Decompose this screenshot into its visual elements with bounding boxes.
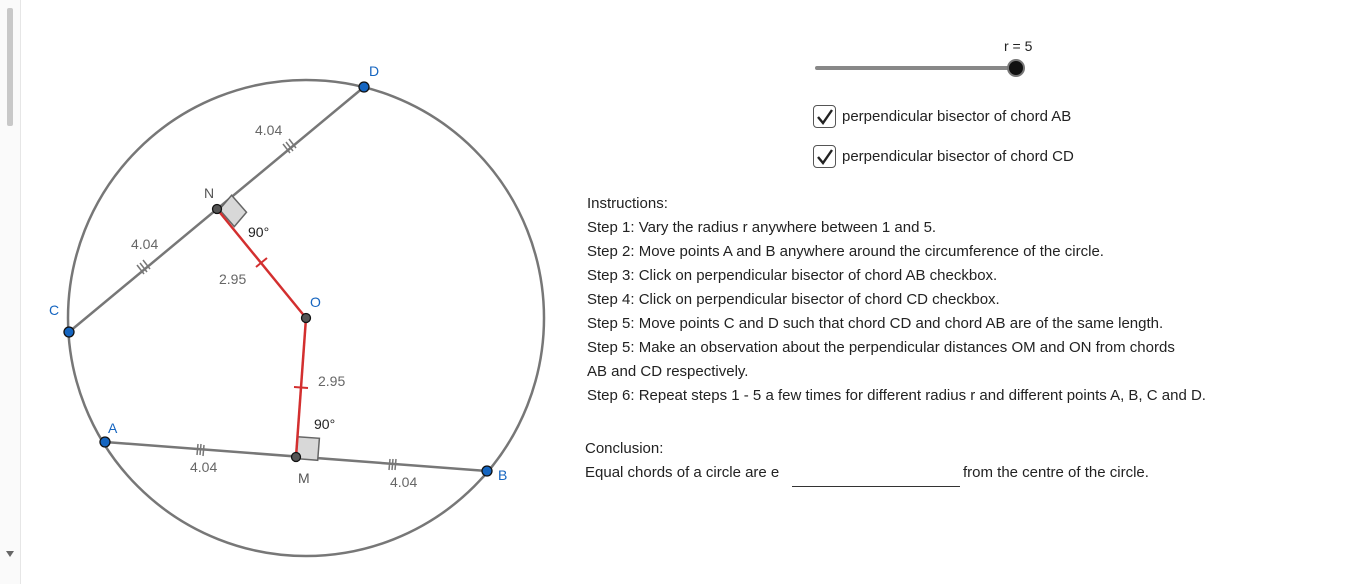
label-n: N [204,185,214,201]
instruction-line: Step 5: Make an observation about the pe… [587,339,1175,356]
radius-slider-knob[interactable] [1007,59,1025,77]
label-m: M [298,470,310,486]
length-mb: 4.04 [390,474,417,490]
tick-am [196,443,205,457]
label-b: B [498,467,507,483]
check-icon [817,108,833,125]
circle [66,78,546,558]
point-c[interactable] [63,326,75,338]
tick-cn [136,259,151,275]
length-nd: 4.04 [255,122,282,138]
instructions-title: Instructions: [587,195,668,212]
length-om: 2.95 [318,373,345,389]
label-c: C [49,302,59,318]
tick-on [255,257,268,268]
angle-m: 90° [314,416,335,432]
length-am: 4.04 [190,459,217,475]
conclusion-answer-input[interactable] [792,466,960,487]
instruction-line: Step 2: Move points A and B anywhere aro… [587,243,1104,260]
point-n [211,203,223,215]
length-cn: 4.04 [131,236,158,252]
label-d: D [369,63,379,79]
point-d[interactable] [358,81,370,93]
instruction-line: Step 1: Vary the radius r anywhere betwe… [587,219,937,236]
right-angle-marker-n [218,194,248,228]
instruction-line: Step 3: Click on perpendicular bisector … [587,267,998,284]
point-o [300,312,312,324]
instruction-line: Step 5: Move points C and D such that ch… [587,315,1164,332]
point-m [290,451,302,463]
conclusion-title: Conclusion: [585,440,664,457]
instruction-line: Step 6: Repeat steps 1 - 5 a few times f… [587,387,1206,404]
length-on: 2.95 [219,271,246,287]
angle-n: 90° [248,224,269,240]
slider-value-label: r = 5 [1004,38,1033,54]
point-b[interactable] [481,465,493,477]
radius-slider-track[interactable] [815,66,1017,70]
circle-construction[interactable]: A B C D O M N 4.04 4.04 4.04 4.04 2.95 2… [0,0,570,584]
checkbox-row-ab[interactable]: perpendicular bisector of chord AB [813,102,1071,130]
conclusion-text-before: Equal chords of a circle are e [585,464,780,481]
label-o: O [310,294,321,310]
tick-nd [282,138,297,154]
check-icon [817,148,833,165]
instruction-line: AB and CD respectively. [587,363,749,380]
checkbox-bisector-ab[interactable] [813,104,836,128]
label-a: A [108,420,118,436]
conclusion-text-after: from the centre of the circle. [963,464,1149,481]
instructions-panel: Instructions: Step 1: Vary the radius r … [587,192,1287,408]
scrollbar[interactable] [0,0,21,584]
tick-mb [388,458,397,471]
checkbox-row-cd[interactable]: perpendicular bisector of chord CD [813,142,1074,170]
tick-om [293,386,309,389]
instruction-line: Step 4: Click on perpendicular bisector … [587,291,1000,308]
checkbox-label-ab[interactable]: perpendicular bisector of chord AB [842,107,1072,125]
checkbox-label-cd[interactable]: perpendicular bisector of chord CD [842,147,1074,165]
checkbox-bisector-cd[interactable] [813,144,836,168]
point-a[interactable] [99,436,111,448]
scrollbar-thumb[interactable] [7,8,13,126]
scroll-down-arrow-icon[interactable] [6,551,14,557]
